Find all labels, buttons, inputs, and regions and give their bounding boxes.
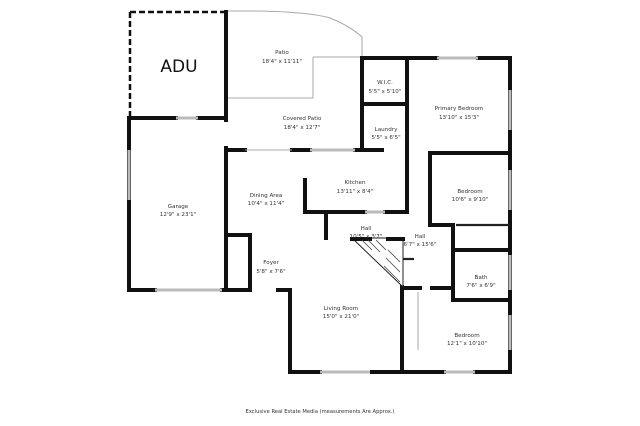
room-name: Bedroom <box>454 333 479 339</box>
footer-credit: Exclusive Real Estate Media (measurement… <box>246 409 395 415</box>
room-name: Dining Area <box>250 193 283 199</box>
room-dims: 10'6" x 9'10" <box>452 197 489 203</box>
room-dims: 18'4" x 11'11" <box>262 59 302 65</box>
room-name: Covered Patio <box>283 116 322 122</box>
room-name: Kitchen <box>344 180 365 186</box>
room-name: Foyer <box>263 260 279 266</box>
room-name: Bedroom <box>457 189 482 195</box>
room-name: Living Room <box>324 306 358 312</box>
room-name: Laundry <box>375 127 398 133</box>
room-name: Bath <box>474 275 487 281</box>
room-dims: 10'4" x 11'4" <box>248 201 285 207</box>
room-dims: 13'10" x 15'3" <box>439 115 479 121</box>
adu-label: ADU <box>160 57 197 77</box>
room-dims: 12'9" x 23'1" <box>160 212 197 218</box>
room-name: Hall <box>361 226 372 232</box>
room-dims: 5'8" x 7'6" <box>256 269 286 275</box>
room-dims: 5'5" x 5'10" <box>369 89 402 95</box>
room-dims: 5'5" x 6'5" <box>371 135 401 141</box>
room-labels: Patio 18'4" x 11'11" Covered Patio 18'4"… <box>160 50 496 347</box>
room-dims: 7'6" x 6'9" <box>466 283 496 289</box>
room-dims: 12'1" x 10'10" <box>447 341 487 347</box>
room-dims: 6'7" x 15'6" <box>404 242 437 248</box>
room-name: Primary Bedroom <box>435 106 484 112</box>
room-name: Hall <box>415 234 426 240</box>
room-name: Patio <box>275 50 289 56</box>
room-dims: 18'4" x 12'7" <box>284 125 321 131</box>
stairs <box>350 237 414 289</box>
garage-walls <box>127 116 252 292</box>
room-dims: 13'11" x 8'4" <box>337 189 374 195</box>
room-name: Garage <box>168 204 189 210</box>
room-dims: 10'5" x 3'7" <box>350 234 383 240</box>
house-walls <box>224 56 512 374</box>
adu-outline <box>128 10 228 122</box>
room-name: W.I.C. <box>377 80 393 86</box>
room-dims: 15'0" x 21'0" <box>323 314 360 320</box>
